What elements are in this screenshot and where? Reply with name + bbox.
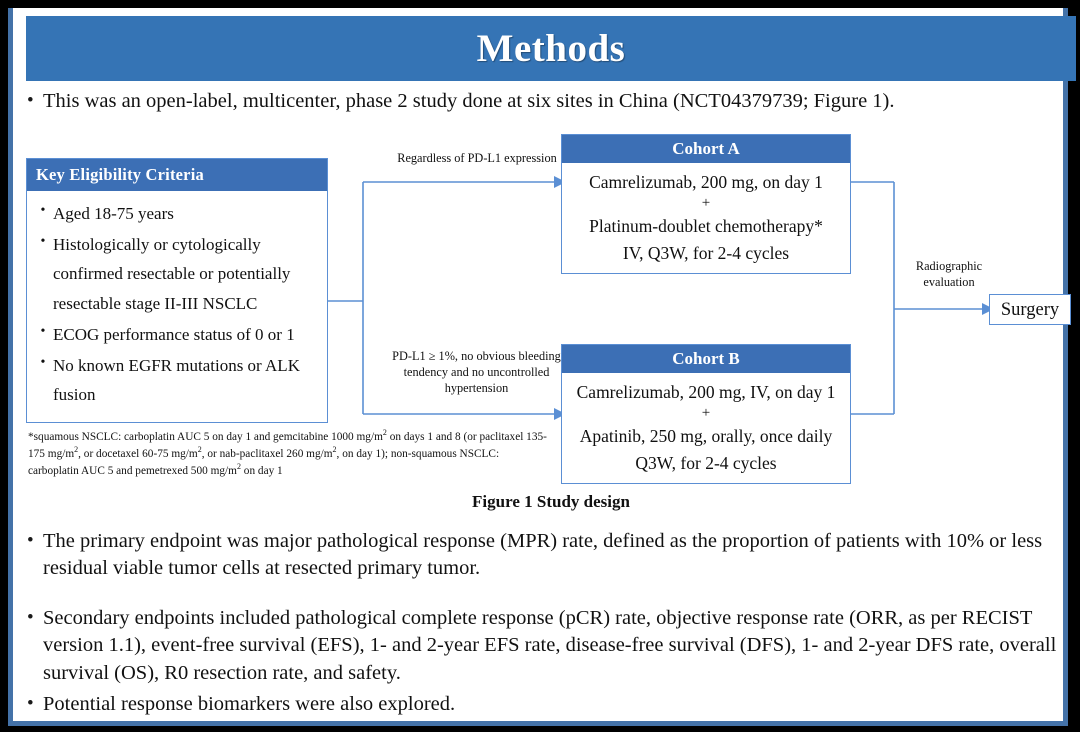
endpoint-bullet-biomarkers: • Potential response biomarkers were als… <box>27 691 1067 718</box>
endpoint-bullet-biomarkers-text: Potential response biomarkers were also … <box>43 693 456 715</box>
bullet-marker: • <box>40 323 46 339</box>
intro-bullet-text: This was an open-label, multicenter, pha… <box>43 90 895 112</box>
list-item-label: Aged 18-75 years <box>53 204 174 223</box>
endpoint-bullet-primary: • The primary endpoint was major patholo… <box>27 528 1067 583</box>
page-title: Methods <box>476 27 626 70</box>
study-design-figure: Key Eligibility Criteria • Aged 18-75 ye… <box>26 126 1076 511</box>
cohort-b-line-1: Camrelizumab, 200 mg, IV, on day 1 <box>576 382 836 402</box>
list-item: • Aged 18-75 years <box>33 199 321 228</box>
slide-page: Methods • This was an open-label, multic… <box>8 8 1076 726</box>
bullet-marker: • <box>40 234 46 250</box>
cohort-a-body: Camrelizumab, 200 mg, on day 1 + Platinu… <box>562 163 850 266</box>
list-item-label: No known EGFR mutations or ALK fusion <box>53 356 300 405</box>
bullet-marker: • <box>27 693 34 714</box>
cohort-b-box: Cohort B Camrelizumab, 200 mg, IV, on da… <box>561 344 851 484</box>
arrow-label-to-cohort-b: PD-L1 ≥ 1%, no obvious bleeding tendency… <box>392 349 561 396</box>
cohort-a-line-3: IV, Q3W, for 2-4 cycles <box>622 242 790 263</box>
cohort-b-plus: + <box>701 405 711 422</box>
eligibility-criteria-box: Key Eligibility Criteria • Aged 18-75 ye… <box>26 158 328 423</box>
cohort-b-line-3: Q3W, for 2-4 cycles <box>635 452 777 473</box>
endpoint-bullet-secondary: • Secondary endpoints included pathologi… <box>27 605 1072 687</box>
list-item: • No known EGFR mutations or ALK fusion <box>33 351 321 409</box>
endpoint-bullet-primary-text: The primary endpoint was major pathologi… <box>43 530 1043 580</box>
bullet-marker: • <box>27 530 34 551</box>
surgery-box: Surgery <box>989 294 1071 325</box>
bullet-marker: • <box>27 607 34 628</box>
slide-title-bar: Methods <box>26 16 1076 81</box>
bullet-marker: • <box>40 355 46 371</box>
figure-footnote: *squamous NSCLC: carboplatin AUC 5 on da… <box>28 428 548 479</box>
cohort-a-line-2: Platinum-doublet chemotherapy* <box>589 216 823 237</box>
list-item-label: Histologically or cytologically confirme… <box>53 235 291 313</box>
figure-footnote-text: *squamous NSCLC: carboplatin AUC 5 on da… <box>28 428 547 477</box>
intro-bullet: • This was an open-label, multicenter, p… <box>27 88 1067 115</box>
figure-caption: Figure 1 Study design <box>472 492 630 511</box>
cohort-b-line-2: Apatinib, 250 mg, orally, once daily <box>579 426 833 447</box>
list-item: • Histologically or cytologically confir… <box>33 230 321 318</box>
list-item-label: ECOG performance status of 0 or 1 <box>53 324 295 344</box>
cohort-b-header: Cohort B <box>562 345 850 373</box>
surgery-label: Surgery <box>1000 300 1060 320</box>
cohort-a-header: Cohort A <box>562 135 850 163</box>
eligibility-box-header: Key Eligibility Criteria <box>27 159 327 191</box>
eligibility-list: • Aged 18-75 years • Histologically or c… <box>27 191 327 410</box>
bullet-marker: • <box>27 90 34 111</box>
arrow-label-to-surgery: Radiographic evaluation <box>915 259 983 290</box>
cohort-b-body: Camrelizumab, 200 mg, IV, on day 1 + Apa… <box>562 373 850 476</box>
cohort-a-box: Cohort A Camrelizumab, 200 mg, on day 1 … <box>561 134 851 274</box>
cohort-a-plus: + <box>701 195 711 212</box>
arrow-label-to-cohort-a: Regardless of PD-L1 expression <box>397 151 557 165</box>
cohort-a-line-1: Camrelizumab, 200 mg, on day 1 <box>589 172 823 192</box>
bullet-marker: • <box>40 203 46 218</box>
list-item: • ECOG performance status of 0 or 1 <box>33 320 321 349</box>
endpoint-bullet-secondary-text: Secondary endpoints included pathologica… <box>43 607 1057 684</box>
